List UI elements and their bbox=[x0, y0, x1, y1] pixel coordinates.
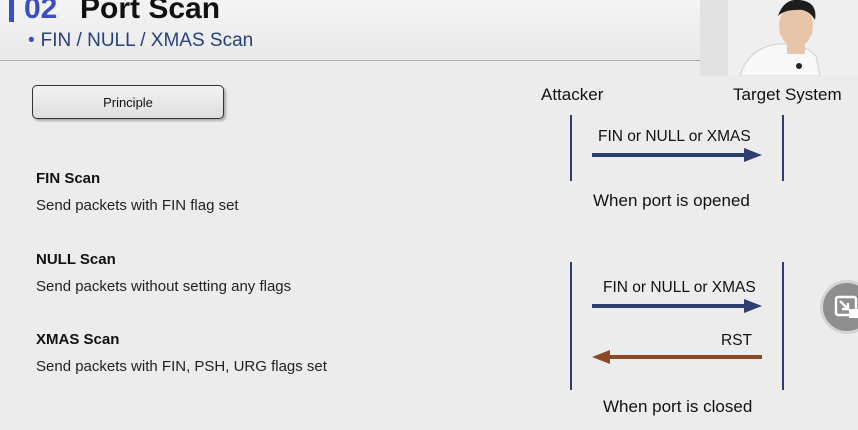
presenter-figure bbox=[700, 0, 858, 76]
attacker-lifeline-open bbox=[570, 115, 572, 181]
subtitle-row: •FIN / NULL / XMAS Scan bbox=[28, 30, 253, 52]
principle-button[interactable]: Principle bbox=[32, 85, 224, 119]
attacker-label: Attacker bbox=[541, 85, 604, 104]
null-scan-title: NULL Scan bbox=[36, 251, 116, 268]
principle-label: Principle bbox=[103, 94, 153, 110]
closed-request-arrow bbox=[592, 299, 762, 313]
subtitle-bullet: • bbox=[28, 30, 35, 51]
rst-label: RST bbox=[721, 332, 752, 349]
open-caption: When port is opened bbox=[593, 191, 750, 210]
picture-in-picture-button[interactable] bbox=[820, 280, 858, 334]
target-lifeline-closed bbox=[782, 262, 784, 390]
open-request-arrow bbox=[592, 148, 762, 162]
closed-request-label: FIN or NULL or XMAS bbox=[603, 279, 756, 296]
open-request-label: FIN or NULL or XMAS bbox=[598, 128, 751, 145]
header-accent-bar bbox=[9, 0, 14, 22]
closed-caption: When port is closed bbox=[603, 397, 753, 416]
fin-scan-description: Send packets with FIN flag set bbox=[36, 197, 239, 214]
page-title: Port Scan bbox=[80, 0, 221, 25]
subtitle: FIN / NULL / XMAS Scan bbox=[40, 30, 254, 51]
attacker-lifeline-closed bbox=[570, 262, 572, 390]
fin-scan-title: FIN Scan bbox=[36, 170, 101, 187]
target-lifeline-open bbox=[782, 115, 784, 181]
presenter-webcam bbox=[700, 0, 858, 76]
null-scan-description: Send packets without setting any flags bbox=[36, 278, 292, 295]
xmas-scan-description: Send packets with FIN, PSH, URG flags se… bbox=[36, 358, 327, 375]
header-divider bbox=[0, 60, 700, 61]
xmas-scan-title: XMAS Scan bbox=[36, 331, 120, 348]
rst-response-arrow bbox=[592, 350, 762, 364]
section-number: 02 bbox=[24, 0, 58, 25]
target-system-label: Target System bbox=[733, 85, 842, 104]
picture-in-picture-icon bbox=[834, 295, 858, 318]
